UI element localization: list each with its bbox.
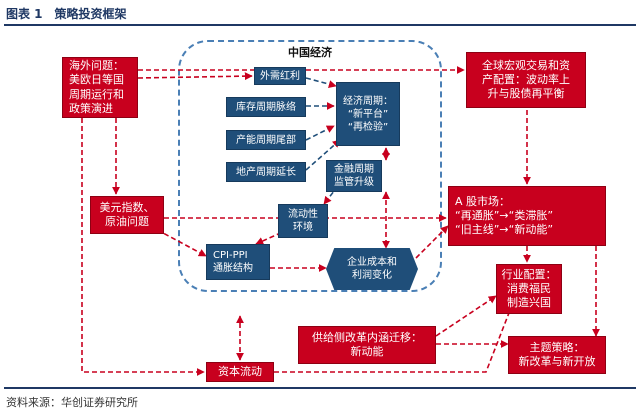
inventory-cycle-box: 库存周期脉络: [226, 97, 306, 117]
inventory-cycle-text: 库存周期脉络: [236, 101, 296, 113]
usd-oil-line-2: 原油问题: [105, 215, 149, 228]
capital-flow-text: 资本流动: [218, 364, 262, 378]
overseas-line-4: 政策演进: [69, 101, 113, 115]
a-share-line-1: A 股市场：: [455, 194, 511, 208]
cpi-ppi-box: CPI-PPI 通胀结构: [206, 244, 270, 280]
arrow-supply-to-industry: [435, 295, 497, 337]
china-economy-frame: [178, 40, 442, 292]
supply-side-line-1: 供给侧改革内涵迁移：: [312, 330, 422, 344]
a-share-line-2: “再通胀”→“类滞胀”: [455, 208, 554, 222]
supply-side-reform-box: 供给侧改革内涵迁移： 新动能: [298, 326, 436, 364]
liquidity-line-2: 环境: [293, 222, 313, 233]
property-cycle-box: 地产周期延长: [226, 162, 306, 182]
theme-line-1: 主题策略：: [529, 340, 585, 354]
capacity-cycle-text: 产能周期尾部: [236, 134, 296, 146]
industry-line-2: 消费福民: [507, 281, 551, 295]
global-line-1: 全球宏观交易和资: [482, 58, 570, 72]
liquidity-box: 流动性 环境: [278, 204, 328, 238]
usd-oil-box: 美元指数、 原油问题: [90, 196, 164, 234]
global-line-3: 升与股债再平衡: [487, 87, 565, 101]
finance-line-1: 金融周期: [334, 164, 374, 175]
arrow-cost-to-a-share: [415, 225, 449, 259]
capital-flow-box: 资本流动: [206, 362, 274, 382]
overseas-issues-box: 海外问题： 美欧日等国 周期运行和 政策演进: [62, 57, 138, 118]
theme-strategy-box: 主题策略： 新改革与新开放: [508, 336, 606, 374]
title-rule: [4, 24, 636, 26]
industry-line-3: 制造兴国: [507, 296, 551, 310]
finance-line-2: 监管升级: [334, 177, 374, 188]
arrow-overseas-to-capital: [81, 118, 205, 376]
arrow-capital-to-a-share: [274, 299, 516, 373]
overseas-line-1: 海外问题：: [69, 58, 124, 72]
economic-cycle-box: 经济周期： “新平台” “再检验”: [336, 82, 400, 146]
cpi-ppi-line-2: 通胀结构: [213, 263, 253, 274]
a-share-market-box: A 股市场： “再通胀”→“类滞胀” “旧主线”→“新动能”: [448, 186, 606, 246]
overseas-line-3: 周期运行和: [69, 87, 124, 101]
arrow-liquidity-to-cpi-ppi: [255, 225, 297, 245]
cost-profit-line-2: 利润变化: [352, 270, 392, 281]
econ-cycle-line-2: “新平台”: [347, 108, 389, 120]
cost-profit-line-1: 企业成本和: [347, 257, 397, 268]
global-line-2: 产配置：波动率上: [482, 72, 570, 86]
finance-cycle-box: 金融周期 监管升级: [326, 160, 382, 192]
capacity-cycle-box: 产能周期尾部: [226, 130, 306, 150]
figure-title: 图表 1 策略投资框架: [6, 7, 127, 21]
external-demand-text: 外需红利: [260, 70, 300, 82]
cpi-ppi-line-1: CPI-PPI: [213, 250, 248, 261]
arrow-overseas-to-external: [137, 72, 253, 81]
china-economy-label: 中国经济: [288, 46, 332, 59]
a-share-line-3: “旧主线”→“新动能”: [455, 223, 554, 237]
arrow-capacity-to-econ: [305, 125, 335, 141]
source-note: 资料来源：华创证券研究所: [6, 396, 138, 409]
cost-profit-box: 企业成本和 利润变化: [326, 248, 418, 290]
econ-cycle-line-1: 经济周期：: [343, 95, 393, 107]
footer-rule: [4, 387, 636, 389]
external-demand-box: 外需红利: [254, 67, 306, 85]
industry-allocation-box: 行业配置： 消费福民 制造兴国: [496, 264, 562, 314]
property-cycle-text: 地产周期延长: [236, 166, 296, 178]
theme-line-2: 新改革与新开放: [518, 355, 596, 368]
liquidity-line-1: 流动性: [288, 209, 318, 220]
usd-oil-line-1: 美元指数、: [99, 200, 155, 214]
supply-side-line-2: 新动能: [350, 345, 384, 358]
industry-line-1: 行业配置：: [501, 267, 557, 281]
global-macro-box: 全球宏观交易和资 产配置：波动率上 升与股债再平衡: [466, 52, 586, 108]
arrow-external-to-econ: [305, 77, 337, 89]
econ-cycle-line-3: “再检验”: [347, 121, 389, 133]
overseas-line-2: 美欧日等国: [69, 73, 124, 87]
